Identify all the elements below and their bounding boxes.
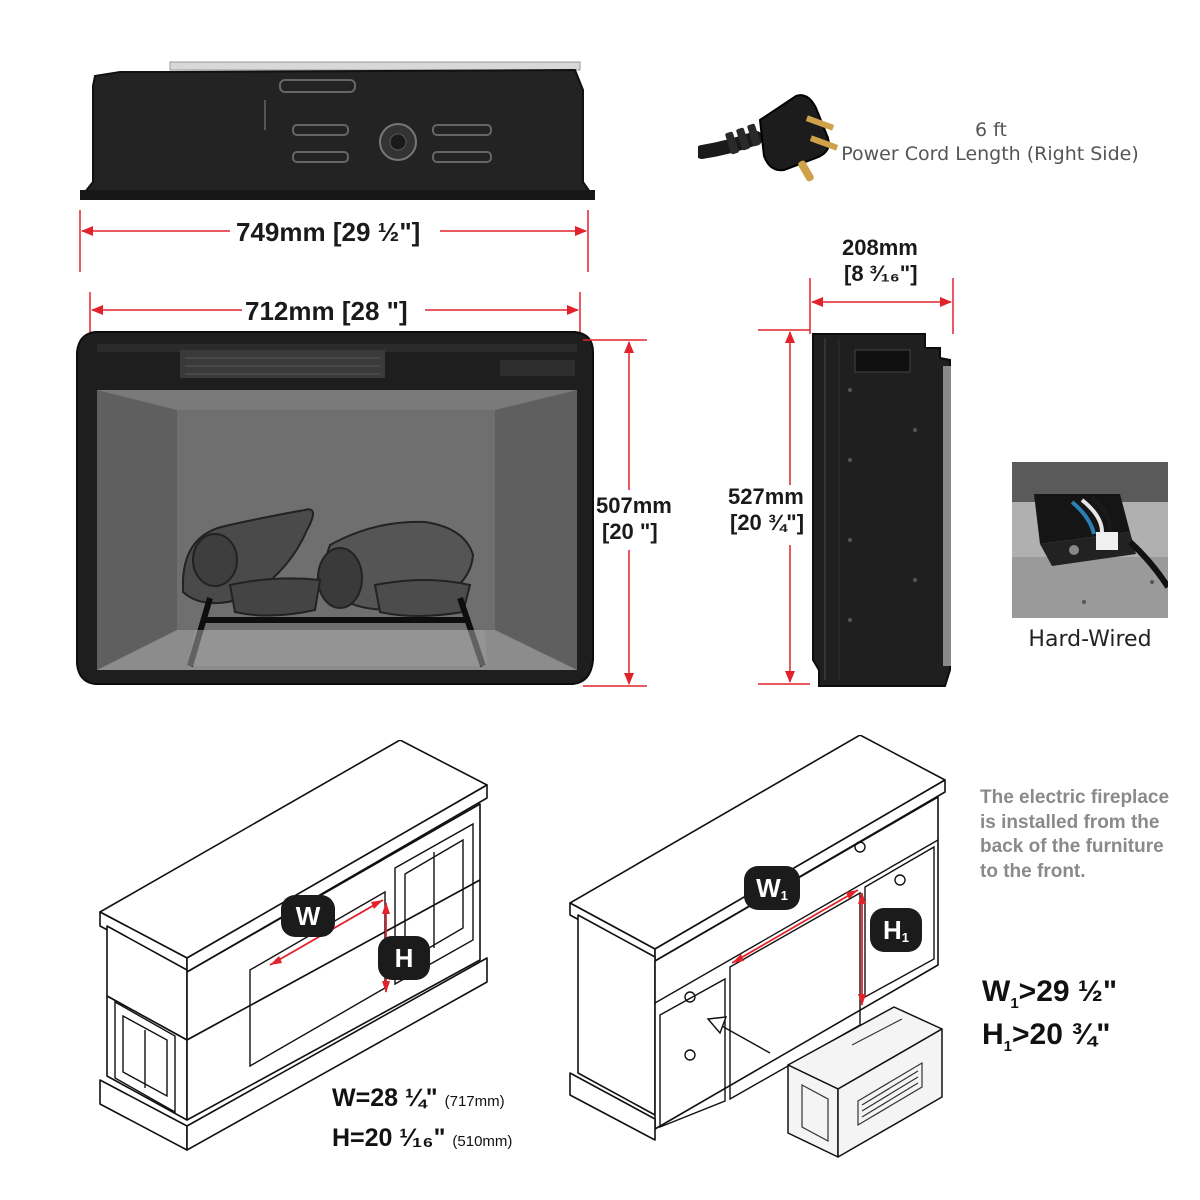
insert-top-view [80, 61, 595, 200]
insert-front-view [76, 331, 594, 685]
width-badge: W [281, 895, 335, 937]
fireplace-insert-sketch [787, 1006, 943, 1158]
cabinet-width-spec: W=28 ¼" (717mm) [332, 1084, 505, 1112]
cord-length-value: 6 ft [975, 119, 1007, 141]
side-height-in: [20 ¾"] [730, 510, 805, 535]
cabinet-height-spec: H=20 ¹⁄₁₆" (510mm) [332, 1124, 513, 1152]
top-width-label: 749mm [29 ½"] [236, 217, 421, 247]
cord-length-label: Power Cord Length (Right Side) [841, 143, 1139, 165]
front-height-dimension-line [583, 339, 647, 687]
hardwired-junction-box-photo [1012, 462, 1168, 618]
height-badge: H [378, 936, 430, 980]
power-plug-illustration [698, 94, 839, 182]
depth-mm: 208mm [842, 235, 918, 260]
required-height: H1>20 ¾" [982, 1018, 1111, 1055]
insert-side-view [812, 333, 951, 687]
hardwired-label: Hard-Wired [1028, 627, 1152, 652]
depth-in: [8 ³⁄₁₆"] [844, 261, 918, 286]
side-height-mm: 527mm [728, 484, 804, 509]
front-width-label: 712mm [28 "] [245, 296, 408, 326]
front-width-dimension-line [89, 292, 581, 337]
required-width: W1>29 ½" [982, 975, 1118, 1012]
log-set [182, 508, 475, 617]
side-height-dimension-line [758, 329, 810, 685]
top-width-dimension-line [79, 210, 589, 272]
installation-note: The electric fireplace is installed from… [980, 787, 1170, 882]
front-height-mm: 507mm [596, 493, 672, 518]
front-height-in: [20 "] [602, 519, 658, 544]
depth-dimension-line [809, 278, 954, 334]
cabinet-back-install-illustration [569, 735, 946, 1141]
